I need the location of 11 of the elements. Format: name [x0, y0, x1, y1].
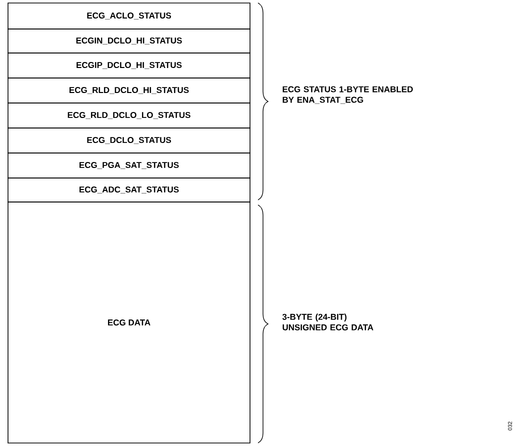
brace-label: 3-BYTE (24-BIT) UNSIGNED ECG DATA	[282, 314, 374, 330]
register-field: ECG_ADC_SAT_STATUS	[8, 178, 250, 202]
register-field: ECGIN_DCLO_HI_STATUS	[8, 28, 250, 54]
register-field: ECG_ACLO_STATUS	[8, 2, 250, 30]
register-field: ECG_DCLO_STATUS	[8, 128, 250, 154]
register-field: ECG_PGA_SAT_STATUS	[8, 152, 250, 178]
brace-label: ECG STATUS 1-BYTE ENABLED BY ENA_STAT_ECG	[282, 86, 413, 104]
register-field: ECGIP_DCLO_HI_STATUS	[8, 52, 250, 78]
register-field: ECG DATA	[8, 202, 250, 444]
register-field: ECG_RLD_DCLO_LO_STATUS	[8, 102, 250, 128]
register-field: ECG_RLD_DCLO_HI_STATUS	[8, 78, 250, 104]
